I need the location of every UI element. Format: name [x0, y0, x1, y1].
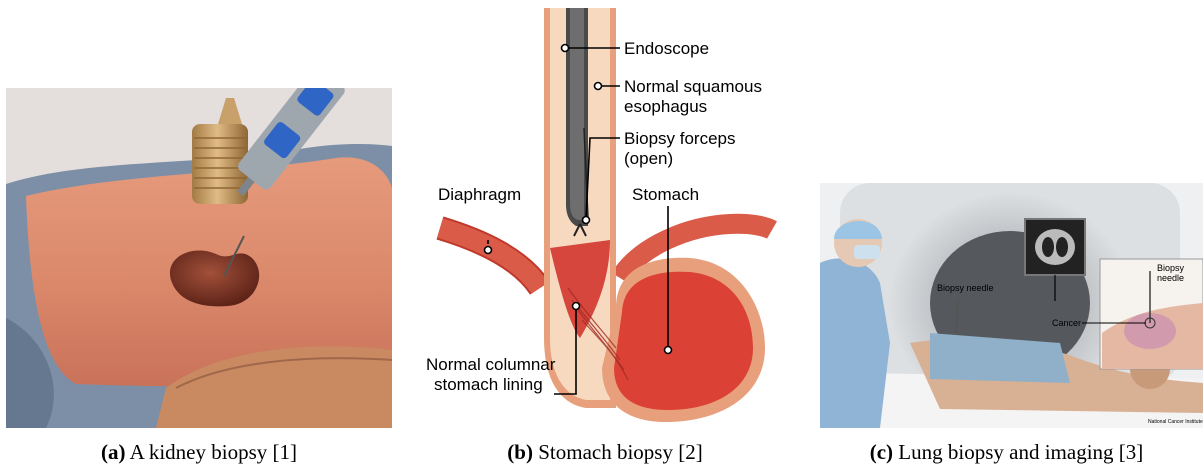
label-biopsy-forceps-2: (open)	[624, 149, 673, 168]
label-endoscope: Endoscope	[624, 39, 709, 58]
label-normal-columnar-2: stomach lining	[434, 375, 543, 394]
label-credit: National Cancer Institute	[1148, 419, 1203, 425]
caption-text-c: Lung biopsy and imaging [3]	[898, 440, 1143, 464]
subfigure-id-a: (a)	[101, 440, 126, 464]
label-diaphragm: Diaphragm	[438, 185, 521, 204]
stomach-biopsy-diagram: Endoscope Normal squamous esophagus Biop…	[420, 8, 790, 428]
lung-biopsy-drawing: Biopsy needle Biopsy needle Cancer Natio…	[820, 183, 1203, 428]
label-stomach: Stomach	[632, 185, 699, 204]
kidney-biopsy-drawing	[6, 88, 392, 428]
label-biopsy-forceps-1: Biopsy forceps	[624, 129, 736, 148]
subfigure-id-c: (c)	[870, 440, 893, 464]
caption-text-a: A kidney biopsy [1]	[130, 440, 297, 464]
stomach-biopsy-drawing: Endoscope Normal squamous esophagus Biop…	[420, 8, 790, 428]
label-normal-columnar-1: Normal columnar	[426, 355, 556, 374]
caption-a: (a) A kidney biopsy [1]	[6, 440, 392, 465]
label-biopsy-needle-inset-1: Biopsy	[1157, 263, 1185, 273]
label-biopsy-needle-inset-2: needle	[1157, 273, 1184, 283]
label-cancer: Cancer	[1052, 318, 1081, 328]
caption-c: (c) Lung biopsy and imaging [3]	[810, 440, 1203, 465]
subfigure-id-b: (b)	[507, 440, 533, 464]
lung-biopsy-illustration: Biopsy needle Biopsy needle Cancer Natio…	[820, 183, 1203, 428]
caption-b: (b) Stomach biopsy [2]	[420, 440, 790, 465]
label-biopsy-needle-scene: Biopsy needle	[937, 283, 994, 293]
caption-text-b: Stomach biopsy [2]	[538, 440, 702, 464]
label-normal-squamous-2: esophagus	[624, 97, 707, 116]
label-normal-squamous-1: Normal squamous	[624, 77, 762, 96]
kidney-biopsy-illustration	[6, 88, 392, 428]
